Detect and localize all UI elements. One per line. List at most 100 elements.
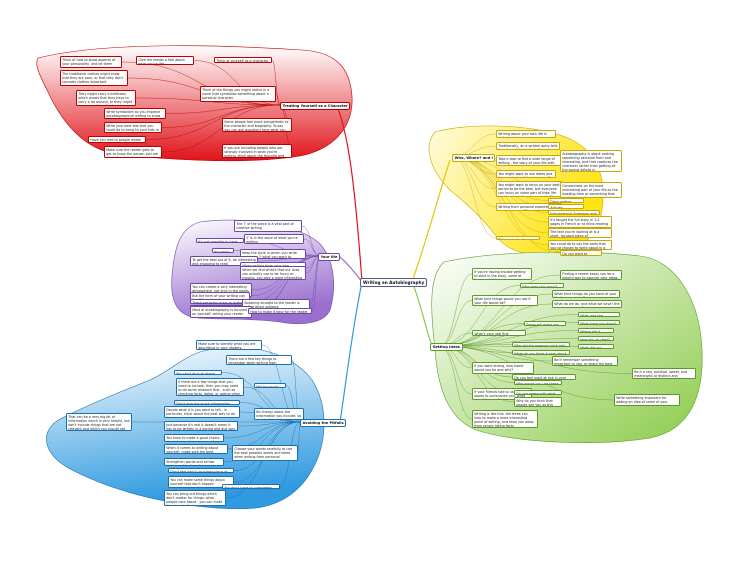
getting-node[interactable]: Finding a recent essay can be a helpful … <box>560 270 622 280</box>
pitfalls-node[interactable]: Be choosy about the information you incl… <box>254 408 304 420</box>
tips-node[interactable]: The 'I' of the piece is a vital part of … <box>234 220 302 232</box>
getting-node[interactable]: Why did the memory stick with you? <box>512 342 570 347</box>
pitfalls-branch-label[interactable]: Avoiding the Pitfalls <box>300 419 347 427</box>
pitfalls-node[interactable]: Choose your words carefully to use the b… <box>232 445 298 461</box>
pitfalls-node[interactable]: Not too much <box>254 383 286 388</box>
character-branch-label[interactable]: Treating Yourself as a Character <box>280 102 351 110</box>
getting-node[interactable]: Be it remember something important to yo… <box>552 356 618 366</box>
connector-getting <box>411 281 433 347</box>
getting-node[interactable]: What time things would you use if your l… <box>472 295 538 306</box>
getting-node-connector <box>439 345 633 374</box>
character-node-connector <box>275 93 281 106</box>
character-node[interactable]: Think of how to show aspects of your per… <box>60 56 122 68</box>
pitfalls-node[interactable]: You have to make a good choice about to … <box>164 434 224 442</box>
character-node[interactable]: Some people feel more sympathetic to the… <box>222 118 292 132</box>
pitfalls-node[interactable]: Just because it's real it doesn't mean i… <box>164 421 238 431</box>
character-node-connector <box>161 104 281 153</box>
getting-node[interactable]: Be it a sad, spiritual, sweet, and meani… <box>632 368 696 379</box>
pitfalls-node-connector <box>221 372 301 423</box>
who-node[interactable]: The text you're looking at is a short, f… <box>548 228 612 238</box>
pitfalls-node[interactable]: You don't have to completely make it up <box>222 484 280 489</box>
who-node[interactable]: Take a look to find a wide range of writ… <box>496 155 562 166</box>
tips-node[interactable]: It's not possible to have the writing <box>196 238 244 243</box>
pitfalls-node[interactable]: Strengthen words and similar imagery of … <box>164 458 224 466</box>
character-node[interactable]: Think of yourself as a character <box>214 57 272 63</box>
connector-pitfalls <box>339 281 363 423</box>
getting-node[interactable]: What did you learn? <box>578 344 614 349</box>
tips-node[interactable]: But the form of your writing can be diff… <box>190 292 250 300</box>
who-node[interactable]: Autobiography is about making something … <box>560 150 622 172</box>
tips-node[interactable]: Keep the style in which you write and ha… <box>240 249 306 259</box>
tips-node[interactable]: 'I' is in the voice of what you're writi… <box>244 234 304 244</box>
character-node[interactable]: Write symbolism as you improve autobiogr… <box>104 108 166 119</box>
pitfalls-node[interactable]: If there are a few things that you need … <box>176 378 244 396</box>
getting-node[interactable]: If you were strong, who home would you b… <box>472 362 534 374</box>
getting-node[interactable]: Where did it happen? <box>578 328 614 333</box>
getting-node[interactable]: If you're having trouble getting to star… <box>472 268 532 280</box>
getting-node[interactable]: Why would you use these two words? <box>514 380 562 385</box>
pitfalls-node[interactable]: Decide what it is you want to tell - in … <box>164 406 240 418</box>
getting-node[interactable]: What do you think it says about you? <box>512 350 570 355</box>
pitfalls-node[interactable]: You can make some things about yourself … <box>168 476 234 488</box>
pitfalls-node[interactable]: That can be a very big bit of informatio… <box>66 413 132 431</box>
who-node[interactable]: Articles <box>548 204 584 209</box>
pitfalls-node[interactable]: There are a few key things to remember w… <box>226 355 292 365</box>
character-node-connector <box>165 104 281 114</box>
tips-node[interactable]: It's yours <box>212 248 234 253</box>
character-node[interactable]: Think of the things you might notice in … <box>200 86 276 102</box>
getting-node[interactable]: What was the moment? <box>578 312 620 317</box>
who-node[interactable]: Traditionally, an a written aptly tells … <box>496 142 560 150</box>
getting-node[interactable]: Do you agree with what they say? <box>514 390 562 395</box>
who-node[interactable]: Do you want to interest people with funn… <box>560 250 602 256</box>
getting-node[interactable]: What do we do, and what we have? the que… <box>552 300 622 308</box>
who-node[interactable]: You could do to say the parts that you'v… <box>548 240 612 250</box>
pitfalls-node[interactable]: When it comes to writing about yourself,… <box>164 444 228 454</box>
who-node[interactable]: Informational Speeches and essays <box>548 210 600 215</box>
character-node[interactable]: Write your best bits that you could do t… <box>104 122 162 133</box>
character-node-connector <box>193 60 281 106</box>
who-node[interactable]: It's taught the full story in 1-2 pages … <box>548 216 612 228</box>
who-node[interactable]: This is also to the literary which you'r… <box>496 236 540 240</box>
pitfalls-node[interactable]: Make sure to identify what you are descr… <box>196 340 262 350</box>
pitfalls-node-connector <box>243 386 301 423</box>
getting-node[interactable]: Some will make you want to think of some… <box>524 321 566 326</box>
tips-node[interactable]: When we find what's that our lives can a… <box>240 266 306 280</box>
getting-branch-label[interactable]: Getting Ideas <box>430 343 463 351</box>
character-node-connector <box>145 104 281 140</box>
pitfalls-node-connector <box>291 359 301 423</box>
pitfalls-node-connector <box>285 385 301 423</box>
pitfalls-node[interactable]: Don't feel bad if your best piece of wri… <box>168 468 234 473</box>
getting-node[interactable]: What time things do you have of your lif… <box>552 290 620 298</box>
pitfalls-node-connector <box>297 421 301 454</box>
pitfalls-node[interactable]: You can't do it all alone <box>174 370 222 375</box>
character-node[interactable]: They might carry a briefcase, which show… <box>76 90 136 106</box>
getting-node[interactable]: Writing is like this: the three can help… <box>472 410 538 428</box>
tips-node[interactable]: Most of autobiography is focused on your… <box>190 306 252 318</box>
character-node[interactable]: Make sure the reader gets to get to know… <box>104 146 162 158</box>
character-node[interactable]: Give the reader a feel about what you're… <box>136 56 194 65</box>
who-node[interactable]: You might want to use dates and have a s… <box>496 170 556 178</box>
who-branch-label[interactable]: Who, Where? and I <box>452 154 496 162</box>
getting-node[interactable]: Why do you think that people see you as … <box>514 397 562 407</box>
character-node[interactable]: If you are including people who are stro… <box>222 144 292 158</box>
character-node[interactable]: Have you met to people whom this story i… <box>88 136 146 143</box>
central-topic[interactable]: Writing an Autobiography <box>360 278 428 287</box>
tips-node[interactable]: To get the best out of it, be interestin… <box>190 256 258 266</box>
getting-node[interactable]: Do you feel most at risk in your persona… <box>512 374 576 380</box>
tips-node[interactable]: How to make it easy for the reader <box>248 308 312 314</box>
who-node[interactable]: Concentrate on the most interesting part… <box>560 182 622 198</box>
getting-node[interactable]: How did you feel? <box>578 336 614 341</box>
getting-node[interactable]: What have you done? <box>578 320 620 325</box>
who-node[interactable]: You might want to focus on your best per… <box>496 181 562 197</box>
getting-node[interactable]: Who does this apply? <box>520 283 564 288</box>
tips-branch-label[interactable]: Your life <box>318 253 340 261</box>
pitfalls-node[interactable]: You can bring out things which don't mat… <box>164 490 226 506</box>
character-node[interactable]: The traditional clothes might show that … <box>60 70 128 86</box>
who-node[interactable]: Diary writing <box>548 198 584 203</box>
connector-character <box>337 108 363 283</box>
getting-node[interactable]: Write something important for adding an … <box>614 394 680 406</box>
who-node[interactable]: Writing about your own life is called au… <box>496 130 556 138</box>
getting-node[interactable]: What's your real first memory? <box>472 330 526 336</box>
pitfalls-node[interactable]: Don't give too much information <box>174 400 240 405</box>
